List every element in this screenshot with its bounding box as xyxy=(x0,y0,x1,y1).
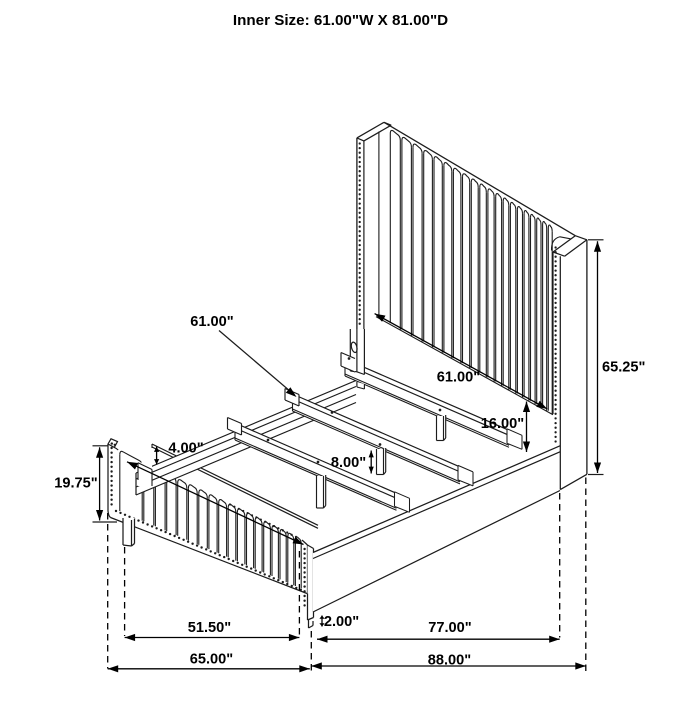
svg-text:19.75": 19.75" xyxy=(54,476,97,492)
svg-text:16.00": 16.00" xyxy=(481,416,524,432)
svg-text:77.00": 77.00" xyxy=(428,620,471,636)
svg-text:4.00": 4.00" xyxy=(168,441,203,457)
svg-text:51.50": 51.50" xyxy=(188,620,231,636)
svg-text:65.00": 65.00" xyxy=(190,652,233,668)
svg-text:61.00": 61.00" xyxy=(437,370,480,386)
svg-text:Inner Size: 61.00"W X 81.00"D: Inner Size: 61.00"W X 81.00"D xyxy=(233,12,448,29)
svg-text:2.00": 2.00" xyxy=(324,614,359,630)
svg-text:65.25": 65.25" xyxy=(602,360,645,376)
svg-text:61.00": 61.00" xyxy=(190,314,233,330)
svg-text:8.00": 8.00" xyxy=(331,455,366,471)
svg-text:88.00": 88.00" xyxy=(428,653,471,669)
